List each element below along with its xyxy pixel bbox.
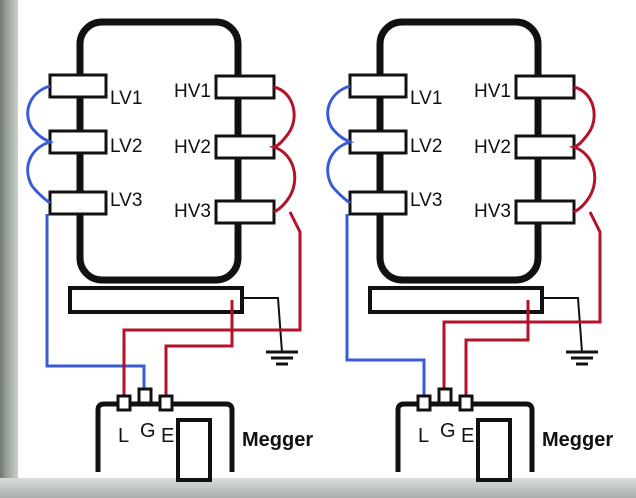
- lv2-label: LV2: [110, 136, 142, 157]
- base-to-e-lead: [164, 300, 234, 396]
- transformer-base: [68, 286, 244, 314]
- megger-label: Megger: [242, 429, 313, 451]
- hv-shorting-link: [568, 85, 597, 214]
- megger-display: [176, 418, 212, 482]
- lv-shorting-link: [26, 84, 55, 205]
- terminal-g-label: G: [140, 420, 156, 442]
- transformer-diagram-left: LV1 LV2 LV3 HV1 HV2 HV3: [26, 18, 313, 482]
- terminal-l-label: L: [118, 425, 129, 447]
- hv2-bushing: [214, 134, 276, 160]
- lv3-label: LV3: [110, 190, 142, 211]
- hv2-label: HV2: [174, 137, 211, 158]
- terminal-e-label: E: [461, 425, 474, 447]
- hv3-bushing: [514, 199, 576, 225]
- hv-shorting-link: [268, 85, 297, 214]
- terminal-g-label: G: [440, 420, 456, 442]
- hv1-label: HV1: [474, 81, 511, 102]
- terminal-l: [116, 394, 132, 412]
- lv1-bushing: [48, 73, 108, 99]
- transformer-base: [368, 286, 544, 314]
- terminal-g: [137, 387, 153, 405]
- lv3-bushing: [348, 190, 408, 216]
- bottom-photo-strip: [0, 478, 636, 498]
- terminal-g: [437, 387, 453, 405]
- megger-label: Megger: [542, 429, 613, 451]
- lv3-label: LV3: [410, 190, 442, 211]
- terminal-e-label: E: [161, 425, 174, 447]
- lv2-label: LV2: [410, 136, 442, 157]
- transformer-diagram-right: LV1 LV2 LV3 HV1 HV2 HV3 L G E: [326, 18, 613, 482]
- megger-display: [476, 418, 512, 482]
- lv1-bushing: [348, 73, 408, 99]
- hv1-bushing: [514, 74, 576, 100]
- lv-shorting-link: [326, 84, 355, 205]
- hv1-bushing: [214, 74, 276, 100]
- lv2-bushing: [48, 129, 108, 155]
- hv-to-l-lead: [122, 211, 302, 396]
- lv2-bushing: [348, 129, 408, 155]
- hv3-bushing: [214, 199, 276, 225]
- terminal-e: [458, 394, 474, 412]
- lv1-label: LV1: [110, 88, 142, 109]
- hv2-bushing: [514, 134, 576, 160]
- lv-to-g-lead: [45, 214, 146, 390]
- terminal-e: [158, 394, 174, 412]
- terminal-l-label: L: [418, 425, 429, 447]
- ground-lead: [242, 297, 283, 353]
- hv1-label: HV1: [174, 81, 211, 102]
- terminal-l: [416, 394, 432, 412]
- hv-to-g-lead: [442, 211, 602, 390]
- base-to-e-lead: [464, 300, 530, 396]
- ground-lead: [542, 297, 583, 353]
- lv-to-l-lead: [345, 214, 426, 396]
- lv3-bushing: [48, 190, 108, 216]
- lv1-label: LV1: [410, 88, 442, 109]
- left-photo-strip: [0, 0, 18, 498]
- hv2-label: HV2: [474, 137, 511, 158]
- hv3-label: HV3: [474, 201, 511, 222]
- hv3-label: HV3: [174, 201, 211, 222]
